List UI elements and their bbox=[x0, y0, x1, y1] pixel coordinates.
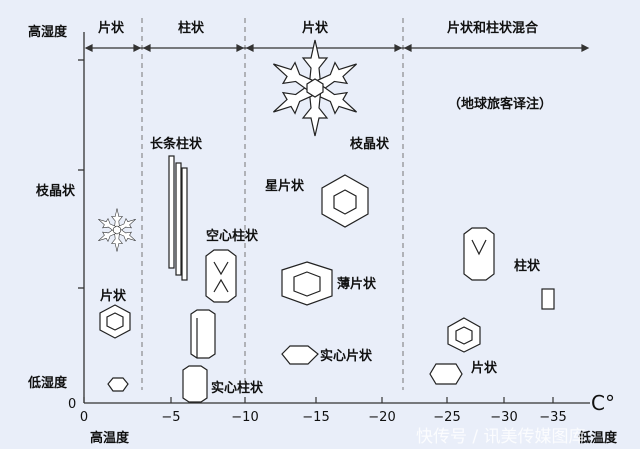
region-arrows bbox=[84, 44, 590, 52]
needles-label: 长条柱状 bbox=[150, 136, 203, 152]
thin-plate-label: 薄片状 bbox=[337, 276, 377, 292]
hollow-column-label: 空心柱状 bbox=[206, 228, 259, 244]
small-column-icon bbox=[541, 288, 555, 310]
region-1: 片状 bbox=[98, 20, 125, 36]
cold-plate-icon bbox=[447, 317, 481, 353]
sectored-plate-icon bbox=[321, 174, 369, 228]
axes bbox=[78, 32, 590, 404]
solid-column-icon bbox=[182, 365, 208, 403]
plate-label: 片状 bbox=[100, 288, 127, 304]
translator-note: （地球旅客译注） bbox=[448, 96, 552, 112]
needle-crystals-icon bbox=[168, 155, 188, 281]
small-dendrite-icon bbox=[98, 208, 136, 252]
plate-small-icon bbox=[99, 304, 131, 339]
solid-plate-label: 实心片状 bbox=[320, 348, 373, 364]
x-tick-label: −20 bbox=[368, 410, 395, 425]
x-tick-label: −5 bbox=[161, 410, 180, 425]
y-bottom-label: 低湿度 bbox=[27, 375, 68, 391]
x-tick-label: −10 bbox=[231, 410, 258, 425]
dendrite-label: 枝晶状 bbox=[349, 136, 390, 152]
watermark: 快传号 / 讯美传媒图库 bbox=[416, 427, 586, 447]
cold-solid-plate-icon bbox=[429, 363, 463, 385]
sectored-plate-label: 星片状 bbox=[265, 178, 305, 194]
tiny-plate-icon bbox=[107, 377, 129, 392]
cold-column-icon bbox=[463, 227, 495, 281]
dendrite-arm bbox=[111, 208, 123, 231]
x-unit: C° bbox=[591, 391, 615, 415]
cold-column-label: 柱状 bbox=[514, 258, 541, 274]
region-2: 柱状 bbox=[178, 20, 205, 36]
y-dendrite-label: 枝晶状 bbox=[35, 183, 76, 199]
cold-plate-label: 片状 bbox=[471, 360, 498, 376]
x-left-label: 高温度 bbox=[90, 430, 130, 446]
dendrite-arm bbox=[111, 229, 123, 252]
y-zero: 0 bbox=[68, 397, 76, 412]
large-dendrite-icon bbox=[273, 39, 357, 137]
region-4: 片状和柱状混合 bbox=[447, 20, 539, 36]
region-3: 片状 bbox=[302, 20, 329, 36]
region-dividers bbox=[141, 18, 404, 390]
thin-plate-icon bbox=[281, 261, 333, 306]
y-top-label: 高湿度 bbox=[28, 24, 68, 40]
hollow-column-icon bbox=[205, 249, 237, 303]
x-tick-label: −35 bbox=[539, 410, 566, 425]
x-tick-label: −30 bbox=[490, 410, 517, 425]
x-tick-label: −15 bbox=[302, 410, 329, 425]
dendrite-arm bbox=[301, 87, 329, 137]
x-tick-label: 0 bbox=[80, 410, 88, 425]
x-right-label: 低温度 bbox=[577, 430, 618, 446]
solid-plate-icon bbox=[281, 345, 319, 365]
x-tick-label: −25 bbox=[433, 410, 460, 425]
solid-column-mid-icon bbox=[190, 309, 216, 359]
solid-column-label: 实心柱状 bbox=[211, 380, 264, 396]
dendrite-arm bbox=[301, 39, 329, 89]
